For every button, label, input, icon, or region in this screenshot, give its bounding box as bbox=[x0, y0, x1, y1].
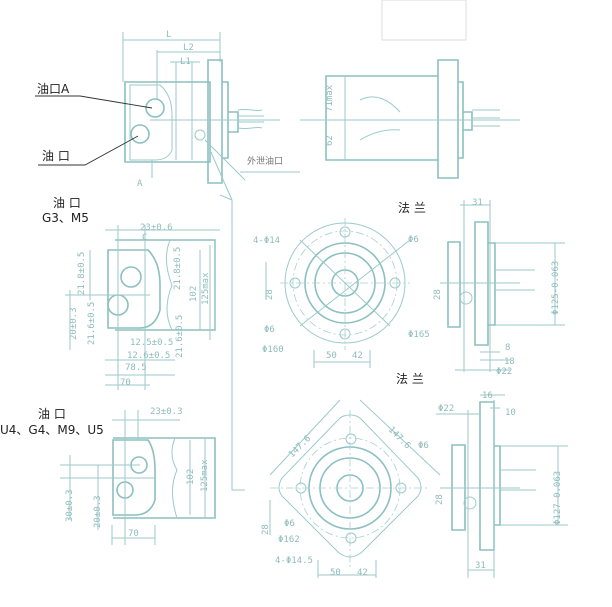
dim-125max: 125max bbox=[201, 272, 211, 305]
dim-28: 28 bbox=[265, 289, 275, 300]
dim-125max-b: 125max bbox=[200, 459, 210, 492]
dim-phi22-b: Φ22 bbox=[438, 404, 454, 414]
dim-16: 16 bbox=[482, 391, 493, 401]
dim-l: L bbox=[166, 30, 171, 40]
port-a-label: 油口A bbox=[37, 82, 70, 96]
dim-18: 18 bbox=[504, 357, 515, 367]
dim-phi6-b: Φ6 bbox=[264, 325, 275, 335]
dim-phi160: Φ160 bbox=[262, 345, 284, 355]
dim-phi6-d: Φ6 bbox=[284, 519, 295, 529]
dim-phi22: Φ22 bbox=[496, 367, 512, 377]
dim-21-6a: 21.6±0.5 bbox=[87, 302, 97, 345]
dim-4-14-5: 4-Φ14.5 bbox=[275, 556, 313, 566]
port-u4-title: 油 口 bbox=[38, 407, 66, 421]
dim-147-6b: 147.6 bbox=[386, 425, 412, 451]
dim-phi6-a: Φ6 bbox=[408, 235, 419, 245]
dim-23-03: 23±0.3 bbox=[150, 407, 183, 417]
dim-62: 62 bbox=[325, 135, 335, 146]
dim-20-b: 20±0.3 bbox=[93, 495, 103, 528]
dim-12-5: 12.5±0.5 bbox=[130, 338, 173, 348]
motor-top-view: 71max 62 bbox=[300, 59, 520, 179]
dim-31: 31 bbox=[472, 198, 483, 208]
section-a-label: A bbox=[137, 179, 143, 189]
dim-42-b: 42 bbox=[357, 568, 368, 578]
dim-31-b: 31 bbox=[475, 561, 486, 571]
dim-50: 50 bbox=[326, 351, 337, 361]
dim-102: 102 bbox=[189, 286, 199, 302]
dim-70-b: 70 bbox=[128, 529, 139, 539]
dim-10: 10 bbox=[505, 408, 516, 418]
round-flange-side: 法 兰 31 28 Φ125-0.063 8 18 Φ22 bbox=[398, 198, 565, 377]
dim-42: 42 bbox=[352, 351, 363, 361]
round-flange-front: 4-Φ14 Φ6 28 Φ6 Φ160 Φ165 50 42 bbox=[253, 218, 430, 368]
dim-28-b: 28 bbox=[261, 524, 271, 535]
dim-4-14: 4-Φ14 bbox=[253, 236, 280, 246]
dim-30: 30±0.3 bbox=[65, 489, 75, 522]
dim-28-side-b: 28 bbox=[435, 494, 445, 505]
dim-phi162: Φ162 bbox=[278, 535, 300, 545]
dim-70: 70 bbox=[120, 378, 131, 388]
dim-71max: 71max bbox=[325, 84, 335, 112]
dim-8: 8 bbox=[505, 343, 510, 353]
port-g3-subtitle: G3、M5 bbox=[42, 211, 89, 225]
dim-28-side: 28 bbox=[433, 289, 443, 300]
dim-21-8b: 21.8±0.5 bbox=[173, 247, 183, 290]
port-u4-view: 油 口 U4、G4、M9、U5 23±0.3 102 125max 30±0.3… bbox=[0, 407, 216, 545]
dim-102-b: 102 bbox=[186, 469, 196, 485]
motor-side-view: L L2 L1 油口A 油 口 外泄油口 A bbox=[35, 30, 300, 491]
dim-phi165: Φ165 bbox=[408, 330, 430, 340]
round-flange-title: 法 兰 bbox=[398, 201, 426, 215]
dim-c: C bbox=[142, 233, 147, 243]
square-flange-front: 147.6 147.6 Φ6 Φ6 Φ162 4-Φ14.5 28 50 42 bbox=[261, 399, 441, 578]
dim-phi125: Φ125-0.063 bbox=[551, 261, 561, 315]
dim-phi127: Φ127-0.063 bbox=[553, 471, 563, 525]
dim-147-6a: 147.6 bbox=[287, 434, 313, 460]
title-box bbox=[381, 0, 467, 41]
dim-23: 23±0.6 bbox=[140, 223, 173, 233]
drain-port-label: 外泄油口 bbox=[247, 155, 283, 167]
port-b-label: 油 口 bbox=[42, 149, 70, 163]
port-g3-title: 油 口 bbox=[53, 196, 81, 210]
dim-21-8a: 21.8±0.5 bbox=[77, 252, 87, 295]
square-flange-title: 法 兰 bbox=[396, 372, 424, 386]
dim-21-6b: 21.6±0.5 bbox=[175, 315, 185, 358]
square-flange-side: 法 兰 16 Φ22 10 28 Φ127-0.063 31 bbox=[396, 372, 568, 578]
dim-phi6-c: Φ6 bbox=[418, 441, 429, 451]
dim-l1: L1 bbox=[180, 57, 191, 67]
dim-12-6: 12.6±0.5 bbox=[127, 351, 170, 361]
dim-50-b: 50 bbox=[330, 568, 341, 578]
dim-78-5: 78.5 bbox=[125, 363, 147, 373]
dim-20: 20±0.3 bbox=[69, 307, 79, 340]
dim-l2: L2 bbox=[183, 43, 194, 53]
port-u4-subtitle: U4、G4、M9、U5 bbox=[0, 423, 104, 437]
port-g3-view: 油 口 G3、M5 23±0.6 C 21.8±0.5 21.8±0.5 20±… bbox=[42, 196, 220, 390]
